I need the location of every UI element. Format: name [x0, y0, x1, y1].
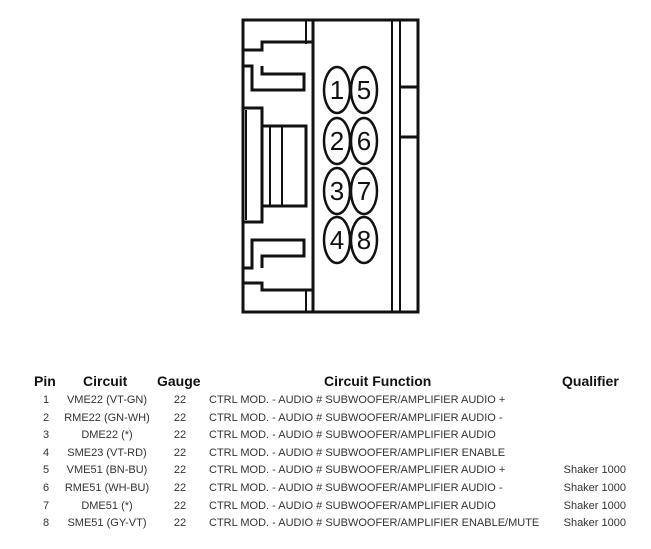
pin-number: 4: [330, 225, 344, 255]
cell-gauge: 22: [173, 394, 187, 406]
cell-pin: 3: [42, 429, 50, 442]
cell-circuit: DME22 (*): [81, 429, 133, 442]
cell-qualifier: Shaker 1000: [563, 464, 626, 477]
cell-pin: 7: [42, 499, 50, 512]
cell-pin: 5: [42, 464, 50, 477]
table-row: 1 VME22 (VT-GN) 22 CTRL MOD. - AUDIO # SUBW…: [0, 394, 651, 411]
pin-number: 7: [357, 176, 371, 206]
cell-function: CTRL MOD. - AUDIO # SUBWOOFER/AMPLIFIER …: [209, 411, 503, 424]
cell-circuit: VME22 (VT-GN): [66, 394, 148, 406]
pin-number: 3: [330, 176, 344, 206]
connector-diagram: 1 2 3 4 5 6 7 8: [241, 18, 420, 314]
cell-gauge: 22: [173, 464, 187, 477]
table-row: 5 VME51 (BN-BU) 22 CTRL MOD. - AUDIO # SUBW…: [0, 464, 651, 481]
cell-circuit: DME51 (*): [81, 499, 133, 512]
pin-cavity: [349, 65, 379, 115]
cell-function: CTRL MOD. - AUDIO # SUBWOOFER/AMPLIFIER …: [209, 499, 496, 512]
cell-function: CTRL MOD. - AUDIO # SUBWOOFER/AMPLIFIER …: [209, 429, 496, 442]
cell-pin: 1: [42, 394, 50, 406]
pin-number: 5: [357, 75, 371, 105]
table-row: 7 DME51 (*) 22 CTRL MOD. - AUDIO # SUBWOOFE…: [0, 500, 651, 517]
cell-circuit: VME51 (BN-BU): [66, 464, 148, 477]
pin-number: 1: [330, 75, 344, 105]
connector-housing: [241, 18, 420, 314]
header-qualifier: Qualifier: [562, 373, 619, 389]
cell-gauge: 22: [173, 446, 187, 459]
cell-circuit: SME51 (GY-VT): [67, 517, 147, 530]
cell-gauge: 22: [173, 411, 187, 424]
header-pin: Pin: [34, 373, 56, 389]
table-row: 8 SME51 (GY-VT) 22 CTRL MOD. - AUDIO # SUBW…: [0, 517, 651, 534]
cell-function: CTRL MOD. - AUDIO # SUBWOOFER/AMPLIFIER …: [209, 482, 503, 494]
cell-qualifier: Shaker 1000: [563, 499, 626, 512]
cell-pin: 6: [42, 482, 50, 494]
table-row: 3 DME22 (*) 22 CTRL MOD. - AUDIO # SUBWOOFE…: [0, 429, 651, 446]
pin-number: 6: [357, 126, 371, 156]
cell-circuit: RME51 (WH-BU): [64, 482, 150, 494]
pin-cavities: 1 2 3 4 5 6 7 8: [322, 65, 379, 265]
header-circuit-function: Circuit Function: [324, 373, 432, 389]
table-row: 2 RME22 (GN-WH) 22 CTRL MOD. - AUDIO # SUBW…: [0, 412, 651, 429]
cell-qualifier: Shaker 1000: [563, 517, 626, 530]
cell-pin: 8: [42, 517, 50, 530]
pin-cavity: [349, 116, 379, 166]
cell-pin: 4: [42, 446, 50, 459]
pin-number: 8: [357, 225, 371, 255]
cell-gauge: 22: [173, 517, 187, 530]
cell-function: CTRL MOD. - AUDIO # SUBWOOFER/AMPLIFIER …: [209, 517, 540, 530]
header-circuit: Circuit: [83, 373, 128, 389]
cell-circuit: SME23 (VT-RD): [67, 446, 147, 459]
cell-qualifier: Shaker 1000: [563, 482, 626, 494]
header-gauge: Gauge: [157, 373, 201, 389]
cell-function: CTRL MOD. - AUDIO # SUBWOOFER/AMPLIFIER …: [209, 446, 506, 459]
pin-number: 2: [330, 126, 344, 156]
cell-function: CTRL MOD. - AUDIO # SUBWOOFER/AMPLIFIER …: [209, 464, 506, 477]
cell-gauge: 22: [173, 482, 187, 494]
cell-function: CTRL MOD. - AUDIO # SUBWOOFER/AMPLIFIER …: [209, 394, 506, 406]
pin-cavity: [349, 166, 379, 216]
cell-gauge: 22: [173, 429, 187, 442]
table-row: 6 RME51 (WH-BU) 22 CTRL MOD. - AUDIO # SUBW…: [0, 482, 651, 499]
cell-gauge: 22: [173, 499, 187, 512]
pin-cavity: [349, 215, 379, 265]
table-row: 4 SME23 (VT-RD) 22 CTRL MOD. - AUDIO # SUBW…: [0, 447, 651, 464]
cell-circuit: RME22 (GN-WH): [64, 411, 150, 424]
cell-pin: 2: [42, 411, 50, 424]
